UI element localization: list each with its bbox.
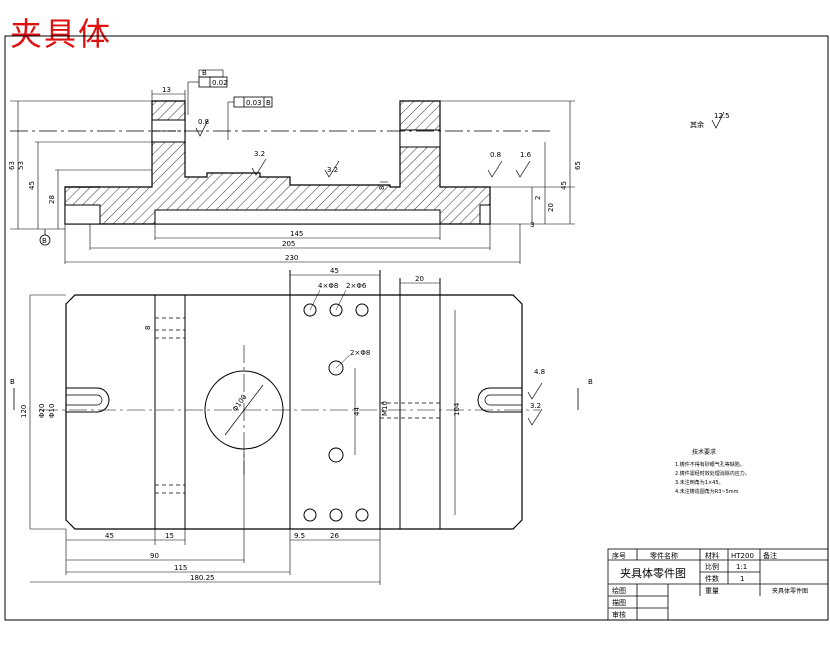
dim-230: 230 [285, 254, 298, 262]
dim-8-slot: 8 [144, 326, 152, 330]
dim-13: 13 [162, 86, 171, 94]
tech-note-3: 3.未注倒角为1×45。 [675, 479, 724, 486]
dim-45-bottom: 45 [105, 532, 114, 540]
dim-44: 44 [353, 407, 361, 416]
roughness-r5: 1.6 [520, 151, 532, 159]
dim-63: 63 [8, 161, 16, 170]
roughness-r6: 4.8 [534, 368, 545, 376]
tb-scale: 1:1 [736, 563, 747, 571]
title-block [607, 548, 829, 621]
tb-qty-header: 件数 [705, 574, 719, 583]
right-u-slot [477, 387, 522, 413]
datum-b-label: B [42, 237, 47, 245]
dim-120: 120 [20, 405, 28, 418]
right-boss-slot [399, 129, 441, 148]
roughness-r4: 0.8 [490, 151, 501, 159]
section-body [64, 100, 491, 225]
drawing-border [4, 35, 829, 621]
hole-2x6: 2×Φ6 [346, 282, 367, 290]
tb-scale-header: 比例 [705, 562, 719, 571]
tech-note-2: 2.铸件需经时效处理消除内应力。 [675, 470, 750, 477]
dim-90: 90 [150, 552, 159, 560]
tech-note-1: 1.铸件不得有砂眼气孔等缺陷。 [675, 461, 745, 468]
tb-weight-header: 重量 [705, 587, 719, 595]
dim-45-top: 45 [330, 267, 339, 275]
hole-4x8: 4×Φ8 [318, 282, 338, 290]
thread-m10: M10 [381, 401, 389, 416]
dim-53: 53 [17, 161, 25, 170]
dim-8: 8 [378, 186, 386, 190]
tech-notes-title: 技术要求 [692, 448, 716, 456]
dim-104: 104 [453, 402, 461, 416]
parallel-value: 0.03 [246, 99, 262, 107]
dim-65: 65 [574, 161, 582, 170]
dim-45-right: 45 [560, 181, 568, 190]
dim-28: 28 [48, 195, 56, 204]
roughness-r2: 3.2 [254, 150, 265, 158]
tb-material: HT200 [731, 552, 754, 560]
dim-9-5: 9.5 [294, 532, 305, 540]
tb-checked-header: 审核 [612, 610, 626, 619]
dim-20: 20 [547, 203, 555, 212]
roughness-r1: 0.8 [198, 118, 209, 126]
dim-2: 2 [534, 196, 542, 200]
dim-205: 205 [282, 240, 295, 248]
drawing-title: 夹具体 [10, 15, 113, 53]
right-step [479, 204, 491, 225]
tb-remark-header: 备注 [763, 551, 777, 560]
left-u-slot [66, 387, 110, 413]
plan-outline [65, 294, 523, 530]
dim-26: 26 [330, 532, 339, 540]
plan-view [13, 270, 579, 585]
left-step [64, 204, 101, 225]
tb-part-name: 夹具体零件图 [620, 566, 686, 580]
tb-traced-header: 描图 [612, 598, 626, 607]
dim-20-top: 20 [415, 275, 424, 283]
section-mark-right: B [588, 378, 593, 386]
parallel-datum: B [266, 99, 271, 107]
flatness-value: 0.02 [212, 79, 228, 87]
general-finish-label: 其余 [690, 120, 704, 129]
dim-phi20-left: Φ20 [38, 404, 46, 418]
tb-name-header: 零件名称 [650, 551, 678, 560]
dim-180: 180.25 [190, 574, 215, 582]
dim-15: 15 [165, 532, 174, 540]
tb-qty: 1 [740, 575, 744, 583]
general-finish-value: 12.5 [714, 112, 730, 120]
roughness-r7: 3.2 [530, 402, 541, 410]
tb-seq-header: 序号 [612, 551, 626, 560]
tb-drawing-no: 夹具体零件图 [772, 587, 808, 595]
dim-145: 145 [290, 230, 303, 238]
roughness-r3: 3.2 [327, 166, 338, 174]
dim-45-left: 45 [28, 181, 36, 190]
dim-115: 115 [174, 564, 187, 572]
dim-phi10-left: Φ10 [48, 404, 56, 418]
section-mark-left: B [10, 378, 15, 386]
flatness-datum: B [202, 69, 207, 77]
bottom-cavity [154, 209, 441, 225]
hole-2x8-mid: 2×Φ8 [350, 349, 370, 357]
section-view [10, 69, 725, 264]
tb-drawn-header: 绘图 [612, 586, 626, 595]
tech-note-4: 4.未注铸造圆角为R3~5mm [675, 488, 739, 495]
dim-3: 3 [530, 221, 534, 229]
tb-material-header: 材料 [705, 551, 719, 560]
